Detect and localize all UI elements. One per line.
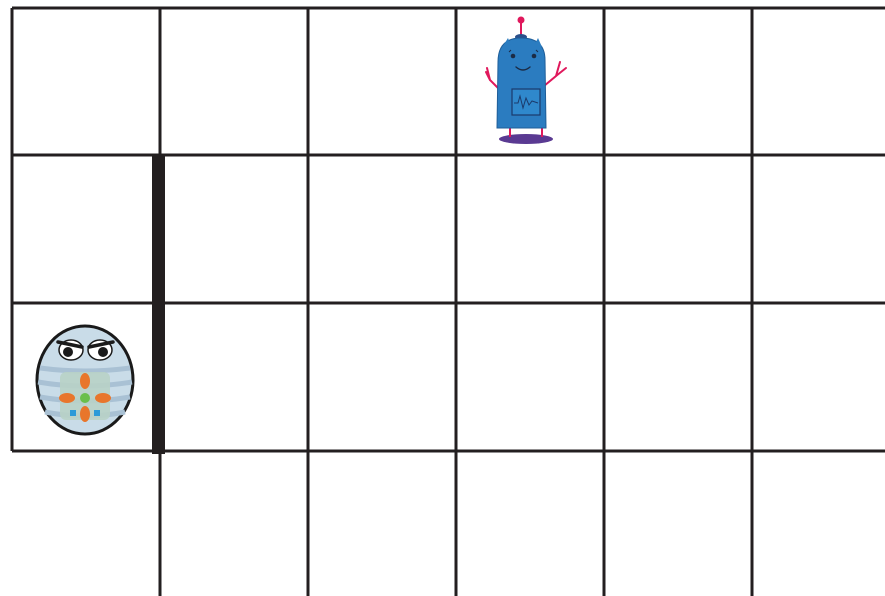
wall-barrier: [152, 156, 165, 454]
bee-bot-icon: [37, 326, 133, 434]
